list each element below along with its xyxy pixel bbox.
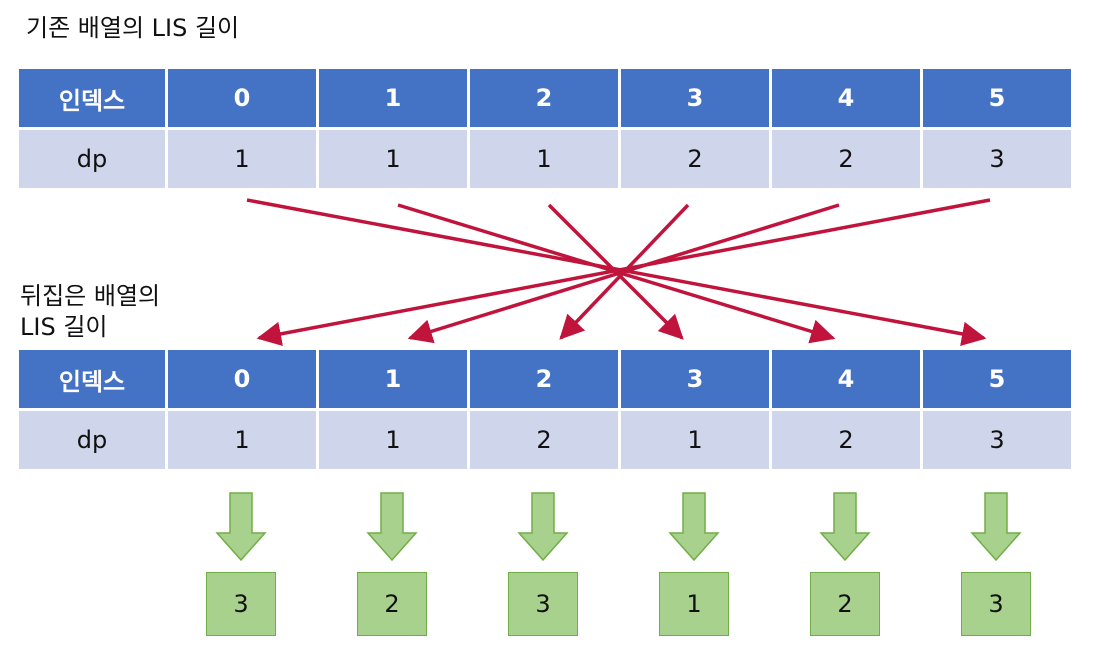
- reversed-dp-cell: 1: [319, 411, 467, 469]
- original-dp-cell: 2: [621, 130, 769, 188]
- reversed-dp-row: dp 1 1 2 1 2 3: [19, 411, 1071, 469]
- original-index-label: 인덱스: [19, 69, 165, 127]
- original-lis-caption: 기존 배열의 LIS 길이: [26, 14, 240, 42]
- mapping-arrow: [246, 198, 987, 346]
- mapping-arrow: [397, 203, 836, 344]
- reversed-dp-cell: 2: [470, 411, 618, 469]
- down-arrow-group: [215, 492, 1022, 562]
- mapping-arrow: [407, 203, 840, 344]
- reversed-lis-table: 인덱스 0 1 2 3 4 5 dp 1 1 2 1 2 3: [16, 347, 1074, 472]
- mapping-arrow: [256, 198, 991, 346]
- reversed-lis-caption-line2: LIS 길이: [20, 313, 108, 341]
- reversed-index-cell: 1: [319, 350, 467, 408]
- reversed-dp-cell: 3: [923, 411, 1071, 469]
- original-dp-label: dp: [19, 130, 165, 188]
- reversed-dp-label: dp: [19, 411, 165, 469]
- reversed-index-cell: 0: [168, 350, 316, 408]
- original-index-cell: 5: [923, 69, 1071, 127]
- original-dp-cell: 3: [923, 130, 1071, 188]
- result-box: 3: [508, 572, 578, 636]
- original-index-cell: 3: [621, 69, 769, 127]
- result-box: 2: [357, 572, 427, 636]
- reversed-dp-cell: 2: [772, 411, 920, 469]
- original-dp-cell: 2: [772, 130, 920, 188]
- down-arrow-icon: [366, 492, 418, 562]
- original-index-cell: 4: [772, 69, 920, 127]
- reversed-index-row: 인덱스 0 1 2 3 4 5: [19, 350, 1071, 408]
- original-index-cell: 0: [168, 69, 316, 127]
- mapping-arrow: [559, 203, 690, 340]
- original-index-row: 인덱스 0 1 2 3 4 5: [19, 69, 1071, 127]
- original-index-cell: 1: [319, 69, 467, 127]
- result-box: 1: [659, 572, 729, 636]
- down-arrow-icon: [517, 492, 569, 562]
- original-dp-cell: 1: [470, 130, 618, 188]
- reversed-index-cell: 4: [772, 350, 920, 408]
- reversed-index-cell: 5: [923, 350, 1071, 408]
- reversed-index-label: 인덱스: [19, 350, 165, 408]
- reversed-index-cell: 2: [470, 350, 618, 408]
- reversed-dp-cell: 1: [621, 411, 769, 469]
- reversed-lis-caption-line1: 뒤집은 배열의: [20, 282, 161, 310]
- down-arrow-icon: [215, 492, 267, 562]
- original-lis-table: 인덱스 0 1 2 3 4 5 dp 1 1 1 2 2 3: [16, 66, 1074, 191]
- reversed-index-cell: 3: [621, 350, 769, 408]
- original-dp-cell: 1: [319, 130, 467, 188]
- original-dp-cell: 1: [168, 130, 316, 188]
- down-arrow-icon: [819, 492, 871, 562]
- result-box: 2: [810, 572, 880, 636]
- down-arrow-icon: [970, 492, 1022, 562]
- result-box: 3: [206, 572, 276, 636]
- cross-arrow-group: [246, 198, 991, 346]
- original-index-cell: 2: [470, 69, 618, 127]
- result-box: 3: [961, 572, 1031, 636]
- mapping-arrow: [547, 203, 684, 340]
- down-arrow-icon: [668, 492, 720, 562]
- original-dp-row: dp 1 1 1 2 2 3: [19, 130, 1071, 188]
- reversed-dp-cell: 1: [168, 411, 316, 469]
